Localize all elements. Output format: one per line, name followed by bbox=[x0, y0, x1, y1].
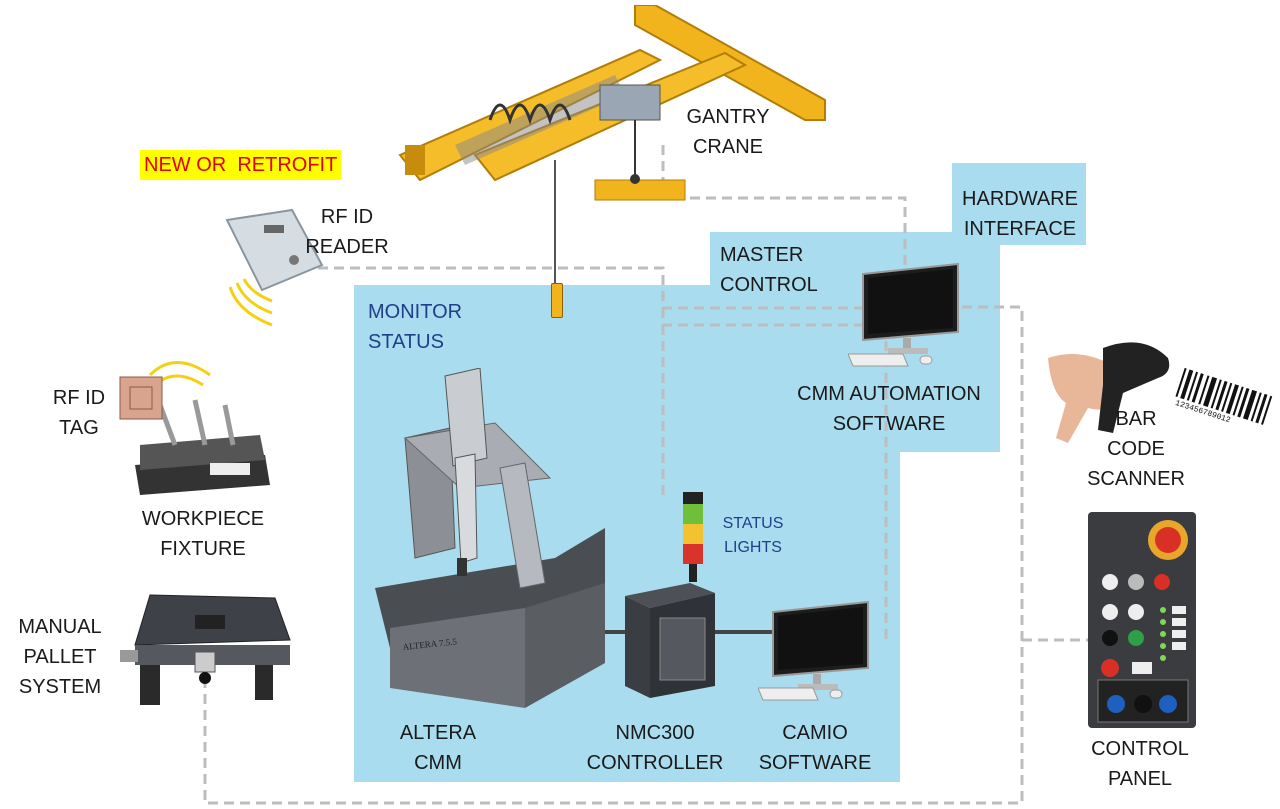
rfid-reader-link bbox=[318, 266, 865, 310]
pendant-cable bbox=[554, 160, 556, 285]
hardware-interface-zone bbox=[952, 163, 1086, 245]
pallet-link bbox=[203, 305, 1024, 805]
automation-link bbox=[661, 308, 888, 640]
crane-pendant bbox=[551, 283, 563, 318]
gantry-crane-label: GANTRY CRANE bbox=[686, 106, 770, 158]
rfid-reader-image bbox=[225, 208, 324, 327]
nmc300-controller-label: NMC300 CONTROLLER bbox=[586, 722, 724, 774]
rf-id-tag-label: RF ID TAG bbox=[52, 387, 106, 439]
gantry-crane-image bbox=[398, 5, 826, 201]
altera-cmm-image: ALTERA 7.5.5 bbox=[375, 368, 605, 708]
rf-id-reader-label: RF ID READER bbox=[305, 206, 389, 258]
new-or-retrofit-tag: NEW OR RETROFIT bbox=[140, 150, 342, 180]
hardware-interface-label: HARDWARE INTERFACE bbox=[962, 188, 1078, 240]
control-panel-image bbox=[1088, 512, 1196, 728]
manual-pallet-system-label: MANUAL PALLET SYSTEM bbox=[18, 616, 102, 698]
nmc300-controller-image bbox=[625, 583, 715, 698]
crane-link bbox=[661, 145, 907, 265]
cmm-automation-software-label: CMM AUTOMATION SOFTWARE bbox=[797, 383, 981, 435]
monitor-status-label: MONITOR STATUS bbox=[368, 301, 463, 353]
camio-software-label: CAMIO SOFTWARE bbox=[758, 722, 872, 774]
status-light-tower bbox=[683, 492, 703, 592]
master-control-label: MASTER CONTROL bbox=[720, 244, 818, 296]
workpiece-fixture-label: WORKPIECE FIXTURE bbox=[141, 508, 265, 560]
bar-code-scanner-label: BAR CODE SCANNER bbox=[1087, 408, 1185, 490]
master-computer-image bbox=[848, 262, 959, 367]
altera-cmm-label: ALTERA CMM bbox=[399, 722, 477, 774]
camio-computer-image bbox=[758, 600, 869, 701]
status-lights-label: STATUS LIGHTS bbox=[722, 515, 784, 556]
bar-code-scanner-image: 123456789012 bbox=[1048, 342, 1280, 443]
workpiece-fixture-image bbox=[119, 361, 270, 495]
manual-pallet-image bbox=[120, 594, 291, 705]
control-panel-label: CONTROL PANEL bbox=[1091, 738, 1189, 790]
